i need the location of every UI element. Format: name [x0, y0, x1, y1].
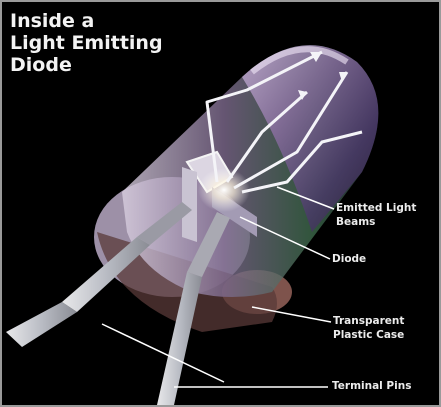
label-diode: Diode — [332, 252, 366, 266]
label-terminal-pins: Terminal Pins — [332, 379, 411, 393]
label-plastic-case-line-2: Plastic Case — [333, 328, 404, 342]
label-emitted-light-line-1: Emitted Light — [336, 201, 416, 215]
label-terminal-pins-text: Terminal Pins — [332, 379, 411, 393]
label-emitted-light-line-2: Beams — [336, 215, 416, 229]
label-plastic-case-line-1: Transparent — [333, 314, 404, 328]
label-diode-text: Diode — [332, 252, 366, 266]
diagram-title: Inside a Light Emitting Diode — [10, 10, 163, 76]
title-line-3: Diode — [10, 54, 163, 76]
pointer-pin-left — [102, 324, 224, 382]
label-plastic-case: Transparent Plastic Case — [333, 314, 404, 342]
label-emitted-light: Emitted Light Beams — [336, 201, 416, 229]
title-line-1: Inside a — [10, 10, 163, 32]
title-line-2: Light Emitting — [10, 32, 163, 54]
